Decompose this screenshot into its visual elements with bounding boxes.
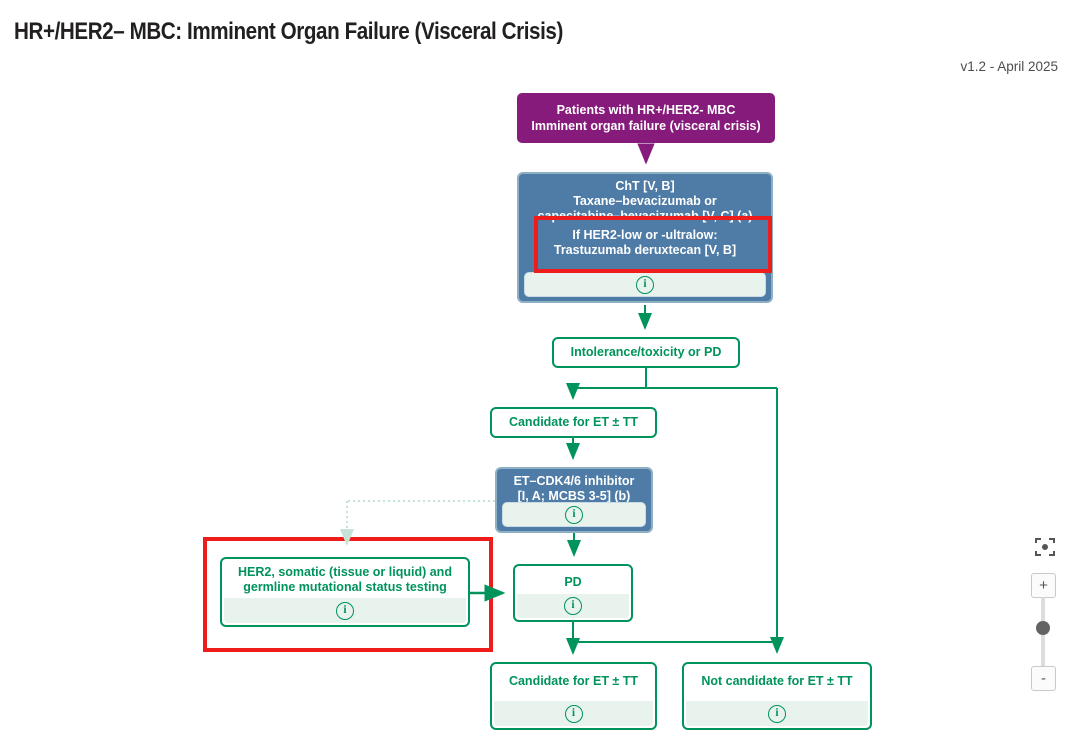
version-label: v1.2 - April 2025	[960, 59, 1058, 74]
node-candidate-top[interactable]: Candidate for ET ± TT	[490, 407, 657, 438]
zoom-slider-thumb[interactable]	[1036, 621, 1050, 635]
zoom-out-button[interactable]: -	[1031, 666, 1056, 691]
info-icon[interactable]: i	[564, 704, 583, 723]
cht-line2: Taxane–bevacizumab or	[573, 194, 717, 208]
cht-highlight-line1: If HER2-low or -ultralow:	[572, 228, 718, 242]
info-icon[interactable]: i	[636, 275, 654, 294]
node-candidate-bottom[interactable]: Candidate for ET ± TT i	[490, 662, 657, 730]
cht-line3: capecitabine–bevacizumab [V, C] (a)	[537, 209, 753, 223]
node-patients-start[interactable]: Patients with HR+/HER2- MBC Imminent org…	[517, 93, 775, 143]
node-et-cdk46[interactable]: ET–CDK4/6 inhibitor [I, A; MCBS 3-5] (b)…	[495, 467, 653, 533]
cht-highlight-line2: Trastuzumab deruxtecan [V, B]	[553, 243, 737, 257]
candidate-top-label: Candidate for ET ± TT	[508, 415, 639, 429]
info-icon[interactable]: i	[336, 601, 354, 620]
info-icon[interactable]: i	[564, 597, 582, 615]
her2-line1: HER2, somatic (tissue or liquid) and	[238, 565, 452, 579]
candidate-bottom-info-strip: i	[494, 701, 653, 726]
dotted-line-etcdk-to-her2	[346, 500, 495, 542]
node-cht[interactable]: ChT [V, B] Taxane–bevacizumab or capecit…	[517, 172, 773, 303]
line-intolerance-branch	[573, 368, 777, 389]
pd-info-strip: i	[517, 594, 629, 618]
candidate-bottom-label: Candidate for ET ± TT	[508, 674, 639, 688]
page-title: HR+/HER2– MBC: Imminent Organ Failure (V…	[14, 18, 563, 45]
etcdk-line1: ET–CDK4/6 inhibitor	[513, 474, 635, 488]
node-intolerance[interactable]: Intolerance/toxicity or PD	[552, 337, 740, 368]
her2-info-strip: i	[224, 598, 466, 623]
cht-line1: ChT [V, B]	[615, 179, 675, 193]
not-candidate-label: Not candidate for ET ± TT	[701, 674, 853, 688]
pd-label: PD	[564, 575, 582, 589]
cht-info-strip: i	[524, 272, 766, 297]
line-pd-branch	[572, 622, 777, 643]
zoom-in-button[interactable]: +	[1031, 573, 1056, 598]
node-not-candidate[interactable]: Not candidate for ET ± TT i	[682, 662, 872, 730]
start-line2: Imminent organ failure (visceral crisis)	[531, 119, 761, 133]
etcdk-info-strip: i	[502, 502, 646, 527]
intolerance-label: Intolerance/toxicity or PD	[570, 345, 722, 359]
etcdk-line2: [I, A; MCBS 3-5] (b)	[517, 489, 631, 503]
not-candidate-info-strip: i	[686, 701, 868, 726]
start-line1: Patients with HR+/HER2- MBC	[556, 103, 736, 117]
info-icon[interactable]: i	[565, 505, 583, 524]
info-icon[interactable]: i	[768, 704, 786, 723]
her2-line2: germline mutational status testing	[243, 580, 447, 594]
fit-view-icon[interactable]	[1034, 536, 1056, 558]
node-pd[interactable]: PD i	[513, 564, 633, 622]
node-her2-testing[interactable]: HER2, somatic (tissue or liquid) and ger…	[220, 557, 470, 627]
